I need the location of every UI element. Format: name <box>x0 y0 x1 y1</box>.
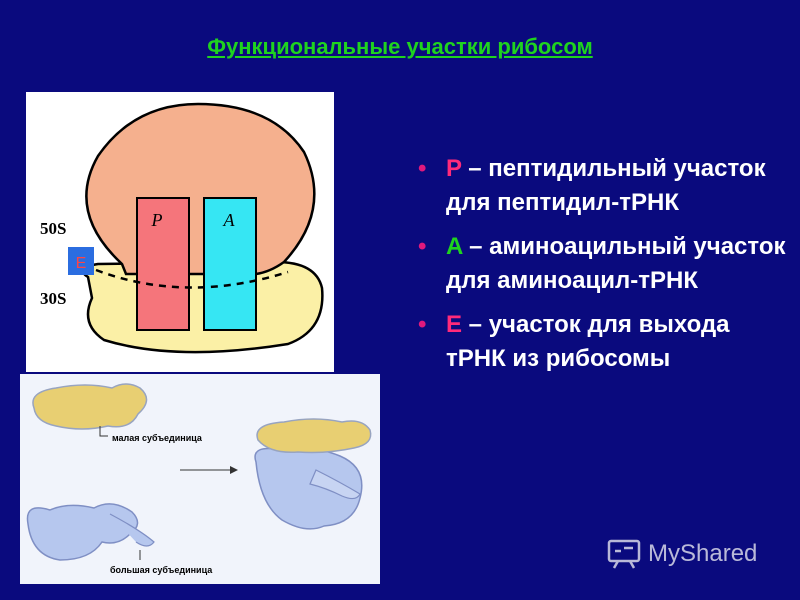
small-subunit-shape <box>81 260 324 354</box>
watermark-text: MyShared <box>648 540 758 567</box>
p-site-label: P <box>151 210 163 230</box>
subunit-assembly-svg: малая субъединица большая субъединица <box>26 383 372 575</box>
subunit-interface-line <box>95 268 289 289</box>
bullet-dot-icon: • <box>418 155 427 182</box>
large-subunit-shape <box>85 102 316 276</box>
site-descriptions: • P – пептидильный участок для пептидил-… <box>416 152 786 386</box>
presentation-icon <box>607 539 641 569</box>
bullet-p-text: – пептидильный участок для пептидил-тРНК <box>446 155 766 216</box>
bullet-a-site: • A – аминоацильный участок для аминоаци… <box>416 230 786 298</box>
a-site-rect <box>203 197 257 331</box>
label-30s: 30S <box>40 289 66 308</box>
bullet-a-letter: A <box>446 233 463 260</box>
a-site-label: A <box>223 210 236 230</box>
bullet-p-site: • P – пептидильный участок для пептидил-… <box>416 152 786 220</box>
ribosome-diagram: E P A 50S 30S <box>26 92 334 372</box>
e-site-label: E <box>76 255 87 272</box>
large-subunit-left-stalk <box>109 513 155 547</box>
bullet-e-text: – участок для выхода тРНК из рибосомы <box>446 311 730 372</box>
small-subunit-label: малая субъединица <box>112 433 203 443</box>
ribosome-diagram-svg: E P A 50S 30S <box>40 102 324 354</box>
bullet-a-text: – аминоацильный участок для аминоацил-тР… <box>446 233 786 294</box>
large-subunit-label: большая субъединица <box>110 565 213 575</box>
small-subunit-left <box>32 383 148 430</box>
small-subunit-pointer <box>99 426 108 437</box>
large-subunit-left <box>26 503 139 561</box>
watermark: MyShared <box>606 536 786 572</box>
p-site-rect <box>136 197 190 331</box>
e-site-box <box>68 247 94 275</box>
bullet-dot-icon: • <box>418 233 427 260</box>
subunit-assembly-figure: малая субъединица большая субъединица <box>20 374 380 584</box>
assembled-small-subunit <box>256 418 372 454</box>
slide-title: Функциональные участки рибосом <box>207 34 593 59</box>
bullet-e-letter: E <box>446 311 463 338</box>
bullet-e-site: • E – участок для выхода тРНК из рибосом… <box>416 308 786 376</box>
bullet-dot-icon: • <box>418 311 427 338</box>
assembly-arrow-head <box>230 466 238 474</box>
bullet-p-letter: P <box>446 155 462 182</box>
label-50s: 50S <box>40 219 66 238</box>
assembled-stalk <box>309 469 361 500</box>
